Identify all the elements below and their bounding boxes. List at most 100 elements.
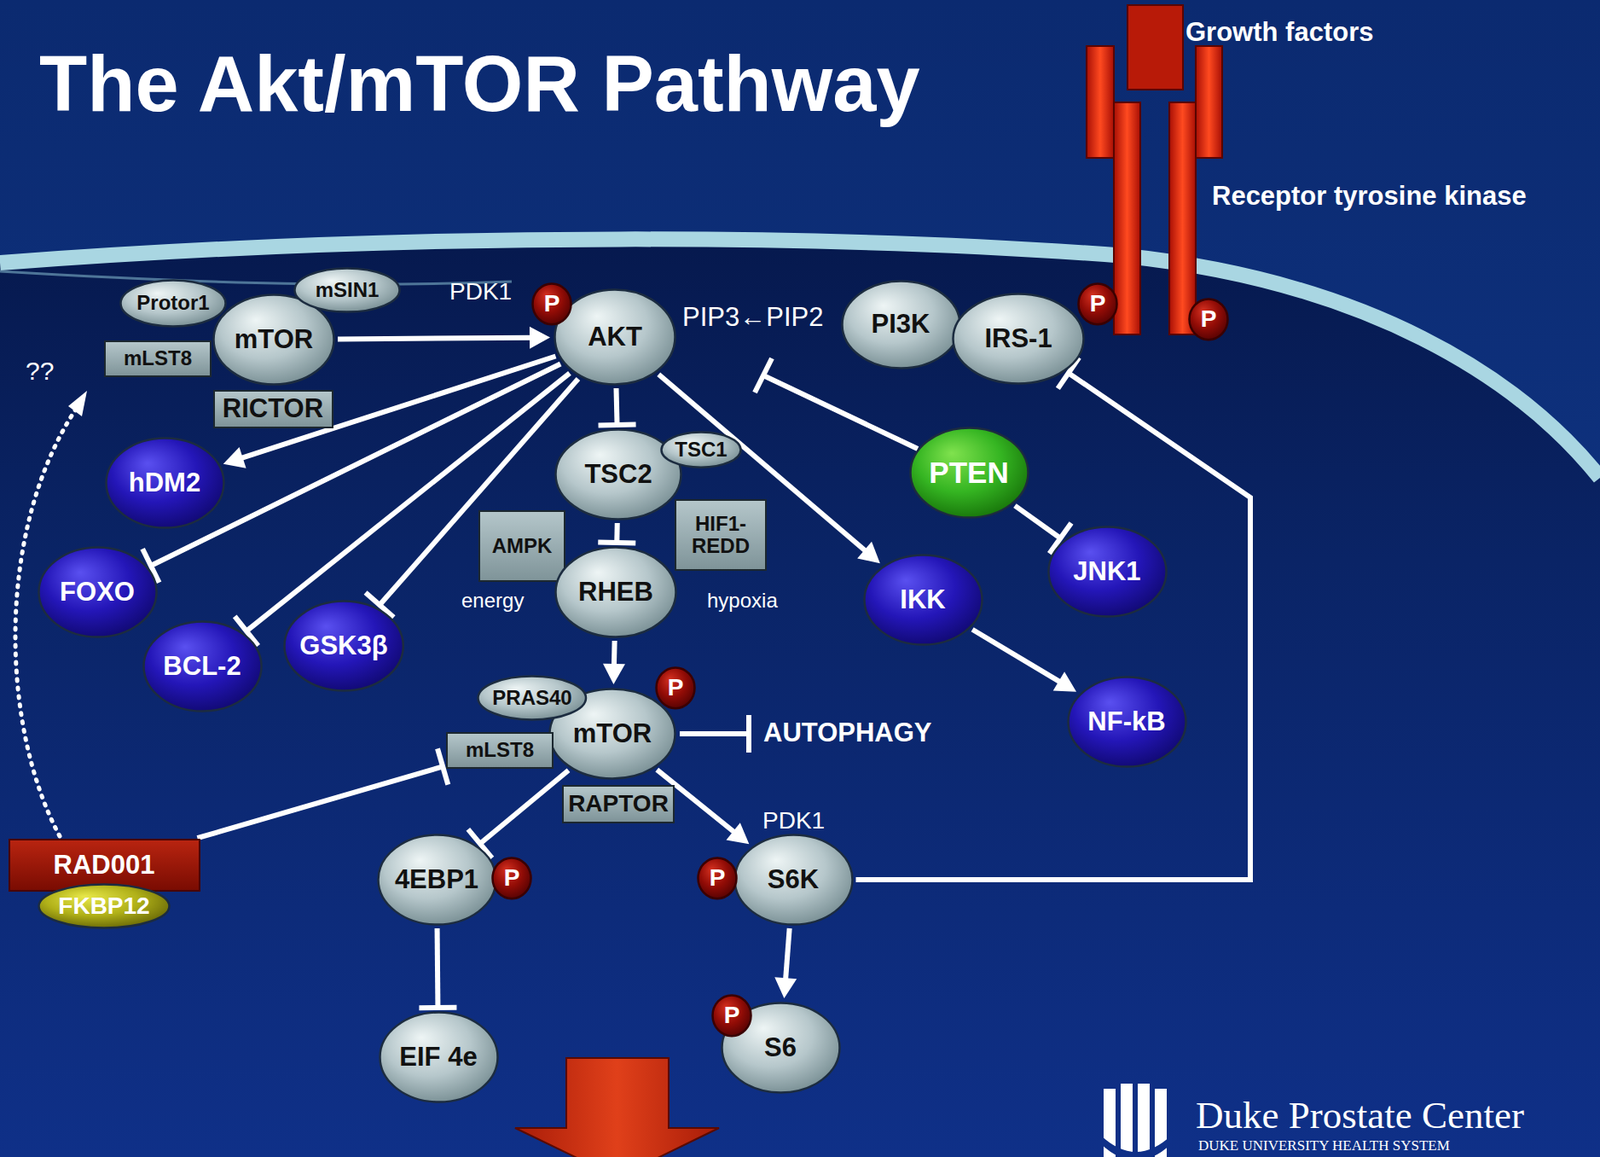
protein-node: TSC1 bbox=[660, 430, 743, 469]
node-label: PI3K bbox=[871, 309, 931, 339]
node-label: IRS-1 bbox=[984, 324, 1052, 354]
node-label: S6K bbox=[767, 864, 819, 894]
inhibition-bar bbox=[746, 714, 752, 753]
ellipse bbox=[556, 429, 682, 520]
receptor-bar bbox=[1169, 102, 1196, 335]
unknown-label: ?? bbox=[25, 356, 54, 387]
arrow-head bbox=[774, 976, 797, 998]
inhibition-bar bbox=[598, 423, 637, 425]
protein-node: RHEB bbox=[554, 545, 678, 638]
ellipse bbox=[377, 834, 496, 925]
ellipse bbox=[661, 431, 742, 467]
receptor-bar bbox=[1086, 46, 1114, 158]
node-label: S6 bbox=[764, 1032, 797, 1062]
inhibition-bar bbox=[754, 358, 772, 393]
connector-line bbox=[197, 765, 443, 838]
ellipse bbox=[1189, 298, 1229, 340]
node-label: P bbox=[724, 1002, 741, 1029]
connector-line bbox=[785, 927, 790, 981]
kinase-label: PDK1 bbox=[762, 806, 825, 835]
complex-subunit-box: RICTOR bbox=[213, 389, 334, 429]
connector-line bbox=[337, 337, 534, 340]
node-label: JNK1 bbox=[1072, 556, 1141, 586]
logo-text: Duke Prostate Center bbox=[1195, 1093, 1525, 1138]
stimulus-label: hypoxia bbox=[707, 588, 778, 613]
logo-curve bbox=[1100, 1134, 1172, 1157]
node-label: P bbox=[1200, 306, 1218, 333]
protein-node: PRAS40 bbox=[476, 674, 588, 721]
target-node: NF-kB bbox=[1066, 675, 1188, 768]
ellipse bbox=[379, 1012, 498, 1102]
activation-arrow bbox=[658, 374, 881, 563]
connector-line bbox=[611, 640, 618, 667]
receptor-bar bbox=[1113, 102, 1141, 335]
receptor-label: Receptor tyrosine kinase bbox=[1211, 180, 1527, 212]
node-label: P bbox=[667, 674, 685, 702]
target-node: IKK bbox=[863, 553, 984, 646]
ellipse bbox=[39, 884, 170, 928]
logo-subtext: DUKE UNIVERSITY HEALTH SYSTEM bbox=[1198, 1136, 1450, 1154]
arrow-head bbox=[68, 390, 87, 417]
cell-interior bbox=[0, 238, 1600, 1157]
node-label: HIF1- REDD bbox=[679, 512, 762, 558]
protein-node: EIF 4e bbox=[378, 1010, 499, 1103]
ellipse bbox=[214, 295, 335, 385]
node-label: GSK3β bbox=[299, 631, 388, 661]
connector-line bbox=[434, 927, 441, 1008]
node-label: RICTOR bbox=[222, 394, 324, 424]
ellipse bbox=[863, 555, 982, 645]
target-node: FOXO bbox=[37, 545, 158, 638]
activation-arrow bbox=[774, 927, 797, 998]
protein-node: 4EBP1 bbox=[376, 833, 498, 926]
ellipse bbox=[38, 547, 157, 638]
connector-line bbox=[856, 372, 1252, 880]
protein-node: Protor1 bbox=[119, 278, 227, 328]
ellipse bbox=[295, 268, 400, 313]
node-label: RAPTOR bbox=[568, 790, 669, 818]
protein-node: TSC2 bbox=[554, 428, 683, 521]
protein-node: mSIN1 bbox=[293, 266, 401, 314]
activation-arrow bbox=[337, 326, 551, 349]
binding-protein-node: FKBP12 bbox=[37, 882, 171, 929]
node-label: P bbox=[709, 864, 726, 892]
node-label: Protor1 bbox=[136, 291, 209, 314]
ellipse bbox=[555, 289, 676, 385]
inhibition-line bbox=[763, 375, 918, 449]
node-label: mTOR bbox=[573, 718, 652, 748]
lipid-label: PIP3←PIP2 bbox=[682, 301, 824, 333]
activation-arrow bbox=[972, 629, 1077, 692]
receptor-bar bbox=[1195, 46, 1223, 158]
node-label: TSC1 bbox=[674, 438, 727, 461]
inhibition-bar bbox=[418, 1004, 457, 1010]
arrow-head bbox=[529, 326, 551, 349]
node-label: AKT bbox=[587, 322, 643, 352]
logo-stripe bbox=[1137, 1083, 1150, 1157]
growth-factor-label: Growth factors bbox=[1185, 17, 1374, 48]
ellipse bbox=[550, 689, 676, 779]
ellipse bbox=[105, 438, 224, 528]
inhibition-line bbox=[598, 388, 637, 426]
ellipse bbox=[121, 279, 227, 326]
node-label: mSIN1 bbox=[315, 278, 380, 302]
node-label: RAD001 bbox=[53, 850, 156, 880]
connector-line bbox=[615, 388, 617, 425]
ellipse bbox=[478, 676, 587, 720]
arrow-head bbox=[602, 663, 626, 685]
output-arrow bbox=[515, 1057, 719, 1157]
arrow-head bbox=[223, 446, 247, 469]
protein-node: IRS-1 bbox=[951, 292, 1085, 385]
node-label: IKK bbox=[899, 585, 945, 615]
node-label: NF-kB bbox=[1087, 707, 1166, 737]
process-label: AUTOPHAGY bbox=[763, 717, 933, 748]
node-label: PTEN bbox=[928, 456, 1009, 490]
node-label: mTOR bbox=[234, 324, 314, 354]
node-label: TSC2 bbox=[584, 459, 652, 489]
target-node: JNK1 bbox=[1047, 525, 1168, 618]
tumor-suppressor-node: PTEN bbox=[909, 426, 1030, 519]
inhibition-line bbox=[468, 770, 569, 858]
node-label: FOXO bbox=[59, 577, 135, 607]
connector-line bbox=[480, 770, 569, 844]
node-label: RHEB bbox=[578, 577, 654, 607]
